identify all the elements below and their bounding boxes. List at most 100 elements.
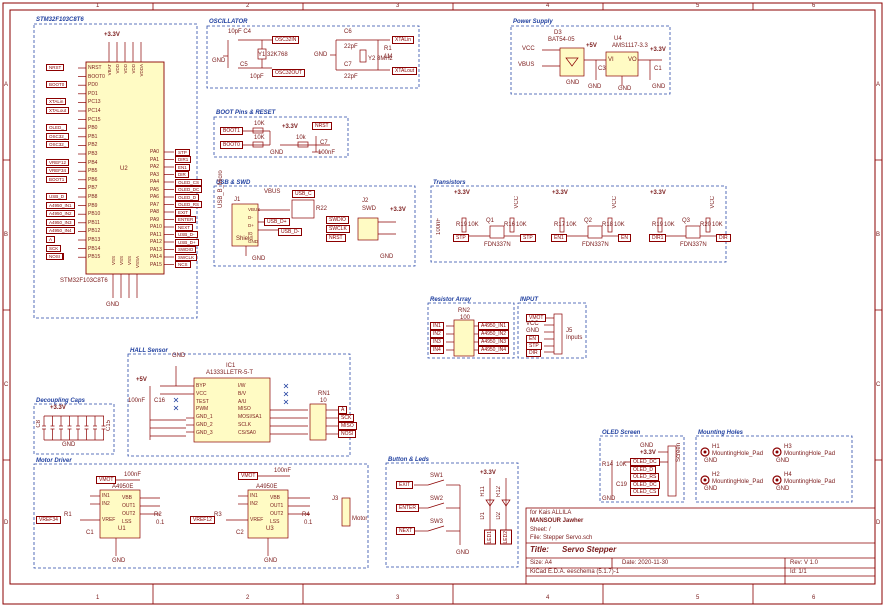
osc-c7: C7 — [344, 62, 352, 68]
hall-pin-right: CS/SA0 — [238, 429, 256, 436]
grid-row-a: A — [4, 82, 9, 88]
motor-pin-right: OUT2 — [122, 511, 136, 517]
net-vref12: VREF12 — [190, 516, 215, 524]
net-xtalout: XTALout — [392, 67, 418, 75]
mcu-net-label: USB_D+ — [175, 238, 199, 246]
mcu-pin-left: PB13 — [88, 237, 101, 243]
mcu-net-label: ENTER — [175, 216, 197, 223]
motor-pin-right: LSS — [270, 519, 280, 525]
title-rev: Rev: V 1.0 — [790, 560, 819, 566]
grid-row-d-right: D — [876, 520, 881, 526]
section-title-usb: USB & SWD — [216, 180, 251, 186]
mcu-pin-left: PB7 — [88, 185, 98, 192]
grid-row-c-right: C — [876, 382, 881, 388]
trans-sig: EN1 — [551, 234, 567, 242]
mcu-pin-right: PA1 — [150, 156, 160, 163]
trans-cap: 100nF — [436, 218, 442, 236]
decap-c-first: C8 — [36, 420, 42, 428]
section-title-mcu: STM32F103C8T6 — [36, 17, 84, 23]
btn-switch: SW1 — [430, 473, 444, 479]
mcu-pin-top: VBAT — [107, 64, 112, 76]
motor-cap-1: 100nF — [124, 472, 142, 478]
mcu-pin-bottom: VSS — [119, 256, 124, 266]
mcu-net-label: DIR1 — [175, 156, 192, 163]
mcu-net-label: DIR — [175, 171, 189, 178]
mcu-pin-right: PA12 — [150, 239, 162, 245]
mcu-net-label: BOOT1 — [46, 175, 68, 183]
motor-pin-right: VBB — [270, 495, 281, 501]
pwr-5v: +5V — [586, 43, 597, 49]
trans-r: R19 — [652, 222, 664, 228]
boot-vcc: +3.3V — [282, 124, 298, 130]
hall-net: SCK — [338, 414, 355, 422]
mcu-pin-right: PA7 — [150, 201, 160, 208]
mcu-pin-bottom: VSS — [127, 256, 132, 266]
hole-part: MountingHole_Pad — [712, 451, 764, 457]
input-j5: J5 — [566, 328, 573, 334]
pwr-u4-value: AMS1117-3.3 — [612, 43, 648, 49]
net-boot0: BOOT0 — [220, 141, 243, 149]
trans-vcc: +3.3V — [650, 190, 666, 196]
motor-pin-right: OUT2 — [270, 511, 284, 517]
net-usb-dm: USB_D- — [278, 228, 303, 236]
usb-r22: R22 — [316, 206, 328, 212]
mcu-net-label: NCS — [175, 261, 191, 268]
motor-pin-left: VREF — [102, 517, 116, 523]
resarr-in: IN3 — [430, 338, 444, 346]
hall-pin-left: BYP — [196, 383, 207, 389]
mcu-pin-top: VDD — [131, 64, 136, 74]
hole-gnd: GND — [776, 458, 790, 464]
section-title-holes: Mounting Holes — [698, 430, 743, 436]
net-vmot-2: VMOT — [238, 472, 259, 480]
hall-net: MISO — [338, 422, 357, 430]
mcu-gnd: GND — [106, 302, 120, 308]
motor-c1: C1 — [86, 530, 94, 536]
net-vmot-1: VMOT — [96, 476, 117, 484]
mcu-pin-left: PB11 — [88, 219, 100, 226]
motor-r3: R3 — [214, 512, 222, 518]
title-name: Servo Stepper — [562, 545, 617, 554]
btn-led-net: LED2 — [500, 530, 512, 545]
decap-c-last: C15 — [106, 420, 112, 432]
trans-part: FDN337N — [680, 242, 707, 248]
rn2-value: 100 — [460, 315, 471, 321]
osc-gnd-2: GND — [314, 52, 328, 58]
grid-row-c: C — [4, 382, 9, 388]
mcu-pin-left: NRST — [88, 65, 102, 71]
oled-c19: C19 — [616, 482, 628, 488]
usb-gnd-2: GND — [380, 254, 394, 260]
usb-pin: GND — [248, 239, 258, 244]
hall-pin-right: A/U — [238, 398, 247, 405]
input-j5-value: Inputs — [566, 335, 583, 341]
usb-pin: VBUS — [248, 207, 261, 212]
mcu-pin-left: PC15 — [88, 116, 101, 123]
mcu-pin-left: PB4 — [88, 159, 98, 166]
mcu-net-label: XTALin — [46, 98, 67, 106]
hole-gnd: GND — [704, 458, 718, 464]
net-swclk: SWCLK — [326, 225, 350, 233]
mcu-pin-right: PA2 — [150, 164, 160, 170]
hall-pin-left: GND_3 — [196, 429, 213, 436]
pwr-vbus: VBUS — [518, 62, 535, 68]
osc-y2: Y2 8MHz — [368, 56, 393, 62]
motor-pin-left: VREF — [250, 517, 264, 523]
net-boot1: BOOT1 — [220, 127, 243, 135]
mcu-net-label: A4950_IN2 — [46, 210, 75, 218]
net-xtalin: XTALin — [392, 36, 415, 44]
net-nrst: NRST — [312, 122, 332, 130]
mcu-vcc: +3.3V — [104, 32, 120, 38]
mcu-net-label: NEXT — [175, 223, 194, 231]
mcu-net-label: USB_D- — [175, 231, 198, 238]
btn-net: ENTER — [396, 504, 419, 512]
trans-r2: R16 — [504, 222, 516, 228]
mcu-pin-bottom: VSS — [111, 256, 116, 266]
trans-vcc-out: VCC — [710, 196, 716, 209]
motor-pin-right: LSS — [122, 519, 132, 525]
trans-r-value: 10K — [566, 222, 577, 228]
boot-gnd: GND — [270, 150, 284, 156]
section-title-motor: Motor Driver — [36, 458, 72, 464]
mcu-net-label: OSC32_ — [46, 141, 70, 149]
mcu-pin-top: VDDA — [139, 64, 144, 77]
motor-r1: R1 — [64, 512, 72, 518]
